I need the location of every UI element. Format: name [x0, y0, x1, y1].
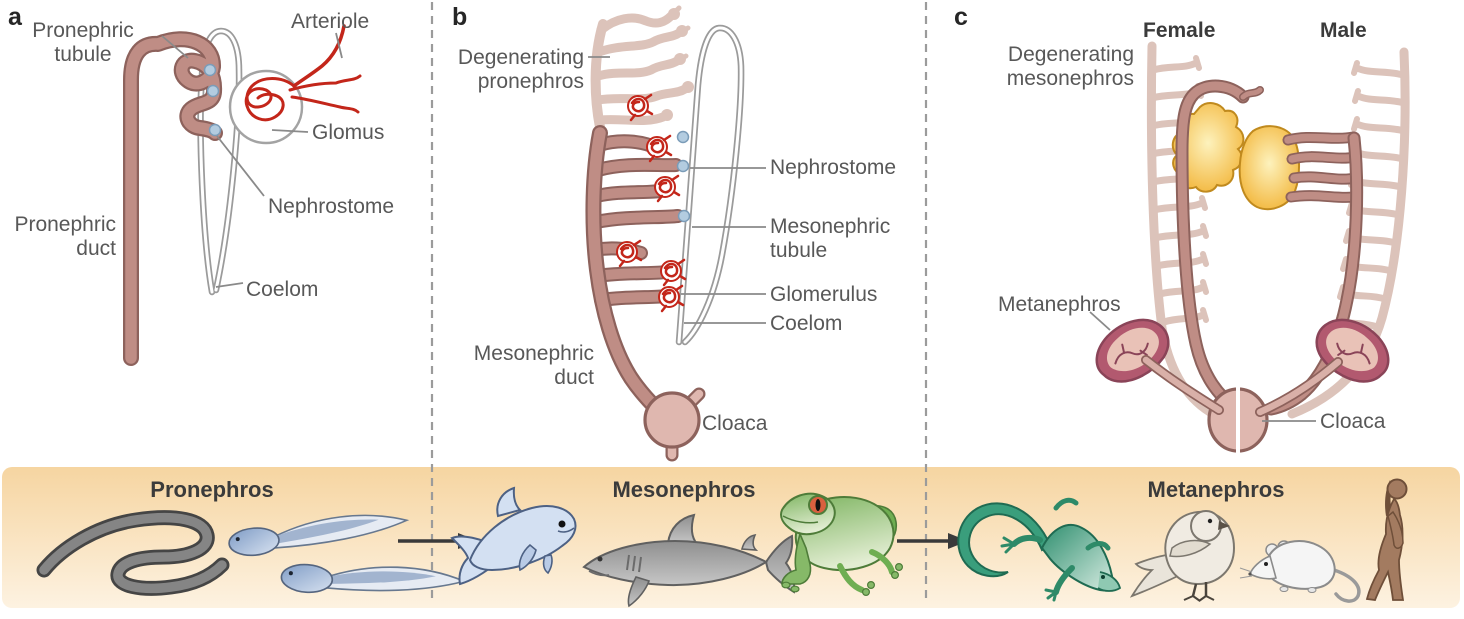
label-glomerulus: Glomerulus [770, 283, 878, 306]
label-cloaca-b: Cloaca [702, 412, 768, 435]
female-duct [1175, 79, 1264, 414]
human-icon [1365, 478, 1408, 601]
panel-b-leader-lines [588, 56, 766, 324]
label-pronephric-duct: Pronephric duct [14, 213, 116, 260]
efferent-tubules-male [1282, 131, 1361, 203]
label-degenerating-mesonephros: Degenerating mesonephros [1006, 43, 1134, 90]
label-female: Female [1143, 19, 1216, 42]
label-glomus: Glomus [312, 121, 385, 144]
stage-heading-metanephros: Metanephros [1147, 477, 1285, 502]
label-pronephric-tubule: Pronephric tubule [32, 19, 134, 66]
panel-b-drawing [585, 5, 766, 462]
glomus-capsule [228, 69, 304, 145]
panel-b-letter: b [452, 3, 468, 31]
panel-c-leader-lines [1089, 311, 1316, 422]
pronephric-duct-and-tubule [123, 31, 223, 366]
label-male: Male [1320, 19, 1367, 42]
label-nephrostome-a: Nephrostome [268, 195, 395, 218]
mouse-icon [1239, 540, 1361, 603]
nephrostome-dots [676, 130, 691, 223]
coelom-tube [197, 27, 243, 296]
label-metanephros: Metanephros [998, 293, 1121, 316]
coelom-tube [675, 24, 745, 346]
ureters [1141, 355, 1343, 417]
stage-heading-mesonephros: Mesonephros [612, 477, 756, 502]
label-cloaca-c: Cloaca [1320, 410, 1386, 433]
panel-c-drawing [1089, 41, 1410, 460]
degenerating-pronephros-structure [590, 5, 694, 137]
stage-heading-pronephros: Pronephros [150, 477, 274, 502]
ovary [1171, 102, 1245, 193]
panel-a-letter: a [8, 3, 22, 31]
fish-icon [450, 486, 577, 586]
panel-a-drawing [123, 24, 362, 366]
label-degenerating-pronephros: Degenerating pronephros [457, 46, 584, 93]
label-nephrostome-b: Nephrostome [770, 156, 897, 179]
nephrostome-dots [203, 63, 222, 137]
salamander-icon [957, 497, 1122, 602]
bird-icon [1129, 510, 1236, 602]
label-mesonephric-tubule: Mesonephric tubule [770, 215, 891, 262]
label-mesonephric-duct: Mesonephric duct [473, 342, 594, 389]
label-coelom-a: Coelom [246, 278, 319, 301]
label-arteriole: Arteriole [291, 10, 370, 33]
panel-a-leader-lines [161, 32, 343, 288]
shark-icon [582, 513, 796, 608]
hagfish-icon [36, 510, 230, 596]
arteriole-and-glomus-vessels [244, 24, 362, 122]
label-coelom-b: Coelom [770, 312, 843, 335]
cloaca-bulb [643, 387, 706, 462]
frog-icon [780, 492, 903, 596]
panel-c-letter: c [954, 3, 968, 31]
